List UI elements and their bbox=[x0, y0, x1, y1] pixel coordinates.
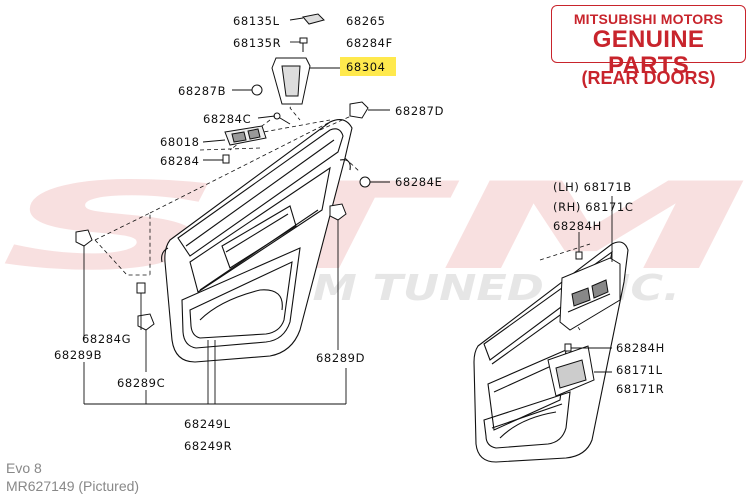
label-68287D: 68287D bbox=[395, 104, 444, 118]
label-68284G: 68284G bbox=[82, 332, 131, 346]
leader-lines-right bbox=[539, 243, 591, 331]
rear-doors-subtitle: (REAR DOORS) bbox=[581, 68, 716, 88]
part-68265-cap bbox=[302, 13, 325, 25]
label-68284F: 68284F bbox=[346, 36, 393, 50]
part-leaders-left bbox=[83, 17, 390, 405]
label-68249R: 68249R bbox=[184, 439, 232, 453]
brand-mitsubishi-motors: MITSUBISHI MOTORS bbox=[573, 11, 724, 27]
footer-model: Evo 8 bbox=[6, 460, 42, 476]
label-68284C: 68284C bbox=[203, 112, 251, 126]
part-68284G-screw bbox=[136, 282, 146, 294]
part-68284H-screw-top bbox=[575, 251, 583, 260]
label-68304: 68304 bbox=[346, 60, 386, 74]
label-68171L: 68171L bbox=[616, 363, 663, 377]
part-68289B-clip bbox=[75, 229, 93, 247]
footer-part-number: MR627149 (Pictured) bbox=[6, 478, 140, 494]
part-68284H-screw bbox=[564, 343, 572, 352]
part-68289D-clip bbox=[329, 203, 347, 221]
label-68284H-top: 68284H bbox=[553, 219, 602, 233]
part-68284F-screw bbox=[299, 37, 308, 52]
part-68287D-clip bbox=[349, 101, 369, 119]
label-68135R: 68135R bbox=[233, 36, 281, 50]
highlight-68304 bbox=[340, 57, 396, 76]
label-68284E: 68284E bbox=[395, 175, 442, 189]
genuine-parts-badge: MITSUBISHI MOTORS GENUINE PARTS bbox=[551, 5, 746, 79]
part-68284E-clip bbox=[359, 176, 371, 188]
part-68284-screw bbox=[222, 154, 230, 164]
label-68249L: 68249L bbox=[184, 417, 231, 431]
label-68289B: 68289B bbox=[54, 348, 102, 362]
labels-left: 68135L 68135R 68265 68284F 68304 68287B … bbox=[54, 14, 444, 453]
part-68289C-clip bbox=[137, 313, 155, 331]
label-68284H: 68284H bbox=[616, 341, 665, 355]
label-68265: 68265 bbox=[346, 14, 386, 28]
label-68171C: (RH) 68171C bbox=[553, 200, 633, 214]
part-68171B-switch-panel bbox=[559, 257, 621, 331]
label-68284: 68284 bbox=[160, 154, 200, 168]
label-68289D: 68289D bbox=[316, 351, 365, 365]
label-68287B: 68287B bbox=[178, 84, 226, 98]
brand-genuine-parts: GENUINE PARTS bbox=[592, 26, 705, 79]
part-68287B-clip bbox=[251, 84, 263, 96]
watermark: STM STM TUNED, INC. bbox=[0, 158, 750, 309]
part-68284C-screw bbox=[273, 112, 291, 125]
label-68135L: 68135L bbox=[233, 14, 280, 28]
part-68018-switch bbox=[224, 125, 267, 146]
label-68018: 68018 bbox=[160, 135, 200, 149]
rear-door-trim-left bbox=[161, 119, 353, 363]
part-68304-bracket bbox=[271, 57, 311, 105]
label-68171B: (LH) 68171B bbox=[553, 180, 632, 194]
label-68289C: 68289C bbox=[117, 376, 165, 390]
part-leaders-right bbox=[571, 196, 613, 373]
labels-right: (LH) 68171B (RH) 68171C 68284H 68284H 68… bbox=[553, 180, 665, 396]
part-68171L-handle bbox=[547, 345, 595, 397]
label-68171R: 68171R bbox=[616, 382, 664, 396]
